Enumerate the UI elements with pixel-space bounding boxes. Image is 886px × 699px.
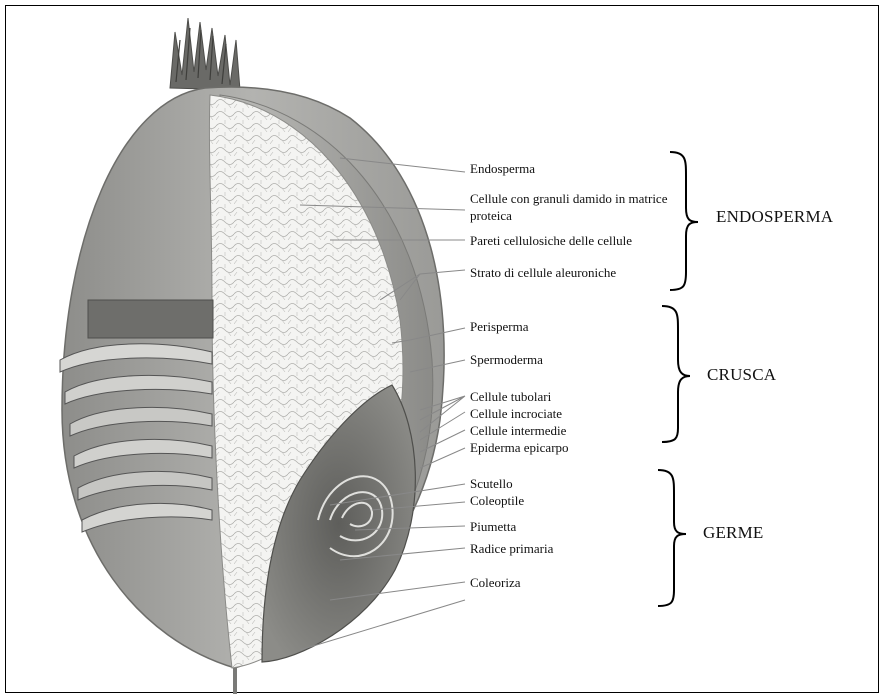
label-cellule-intermedie: Cellule intermedie <box>470 422 566 439</box>
label-coleoriza: Coleoriza <box>470 574 521 591</box>
label-coleoptile: Coleoptile <box>470 492 524 509</box>
group-label-germe: GERME <box>703 523 764 543</box>
label-scutello: Scutello <box>470 475 513 492</box>
label-epiderma-epicarpo: Epiderma epicarpo <box>470 439 569 456</box>
label-strato-aleuroniche: Strato di cellule aleuroniche <box>470 264 616 281</box>
group-label-endosperma: ENDOSPERMA <box>716 207 833 227</box>
label-cellule-tubolari: Cellule tubolari <box>470 388 551 405</box>
label-endosperma: Endosperma <box>470 160 535 177</box>
label-piumetta: Piumetta <box>470 518 516 535</box>
label-cellule-incrociate: Cellule incrociate <box>470 405 562 422</box>
label-cellule-granuli: Cellule con granuli damido in matrice pr… <box>470 190 670 224</box>
label-spermoderma: Spermoderma <box>470 351 543 368</box>
label-radice-primaria: Radice primaria <box>470 540 553 557</box>
group-label-crusca: CRUSCA <box>707 365 776 385</box>
label-pareti-cellulosiche: Pareti cellulosiche delle cellule <box>470 232 632 249</box>
label-perisperma: Perisperma <box>470 318 528 335</box>
brush-hairs <box>170 18 240 90</box>
